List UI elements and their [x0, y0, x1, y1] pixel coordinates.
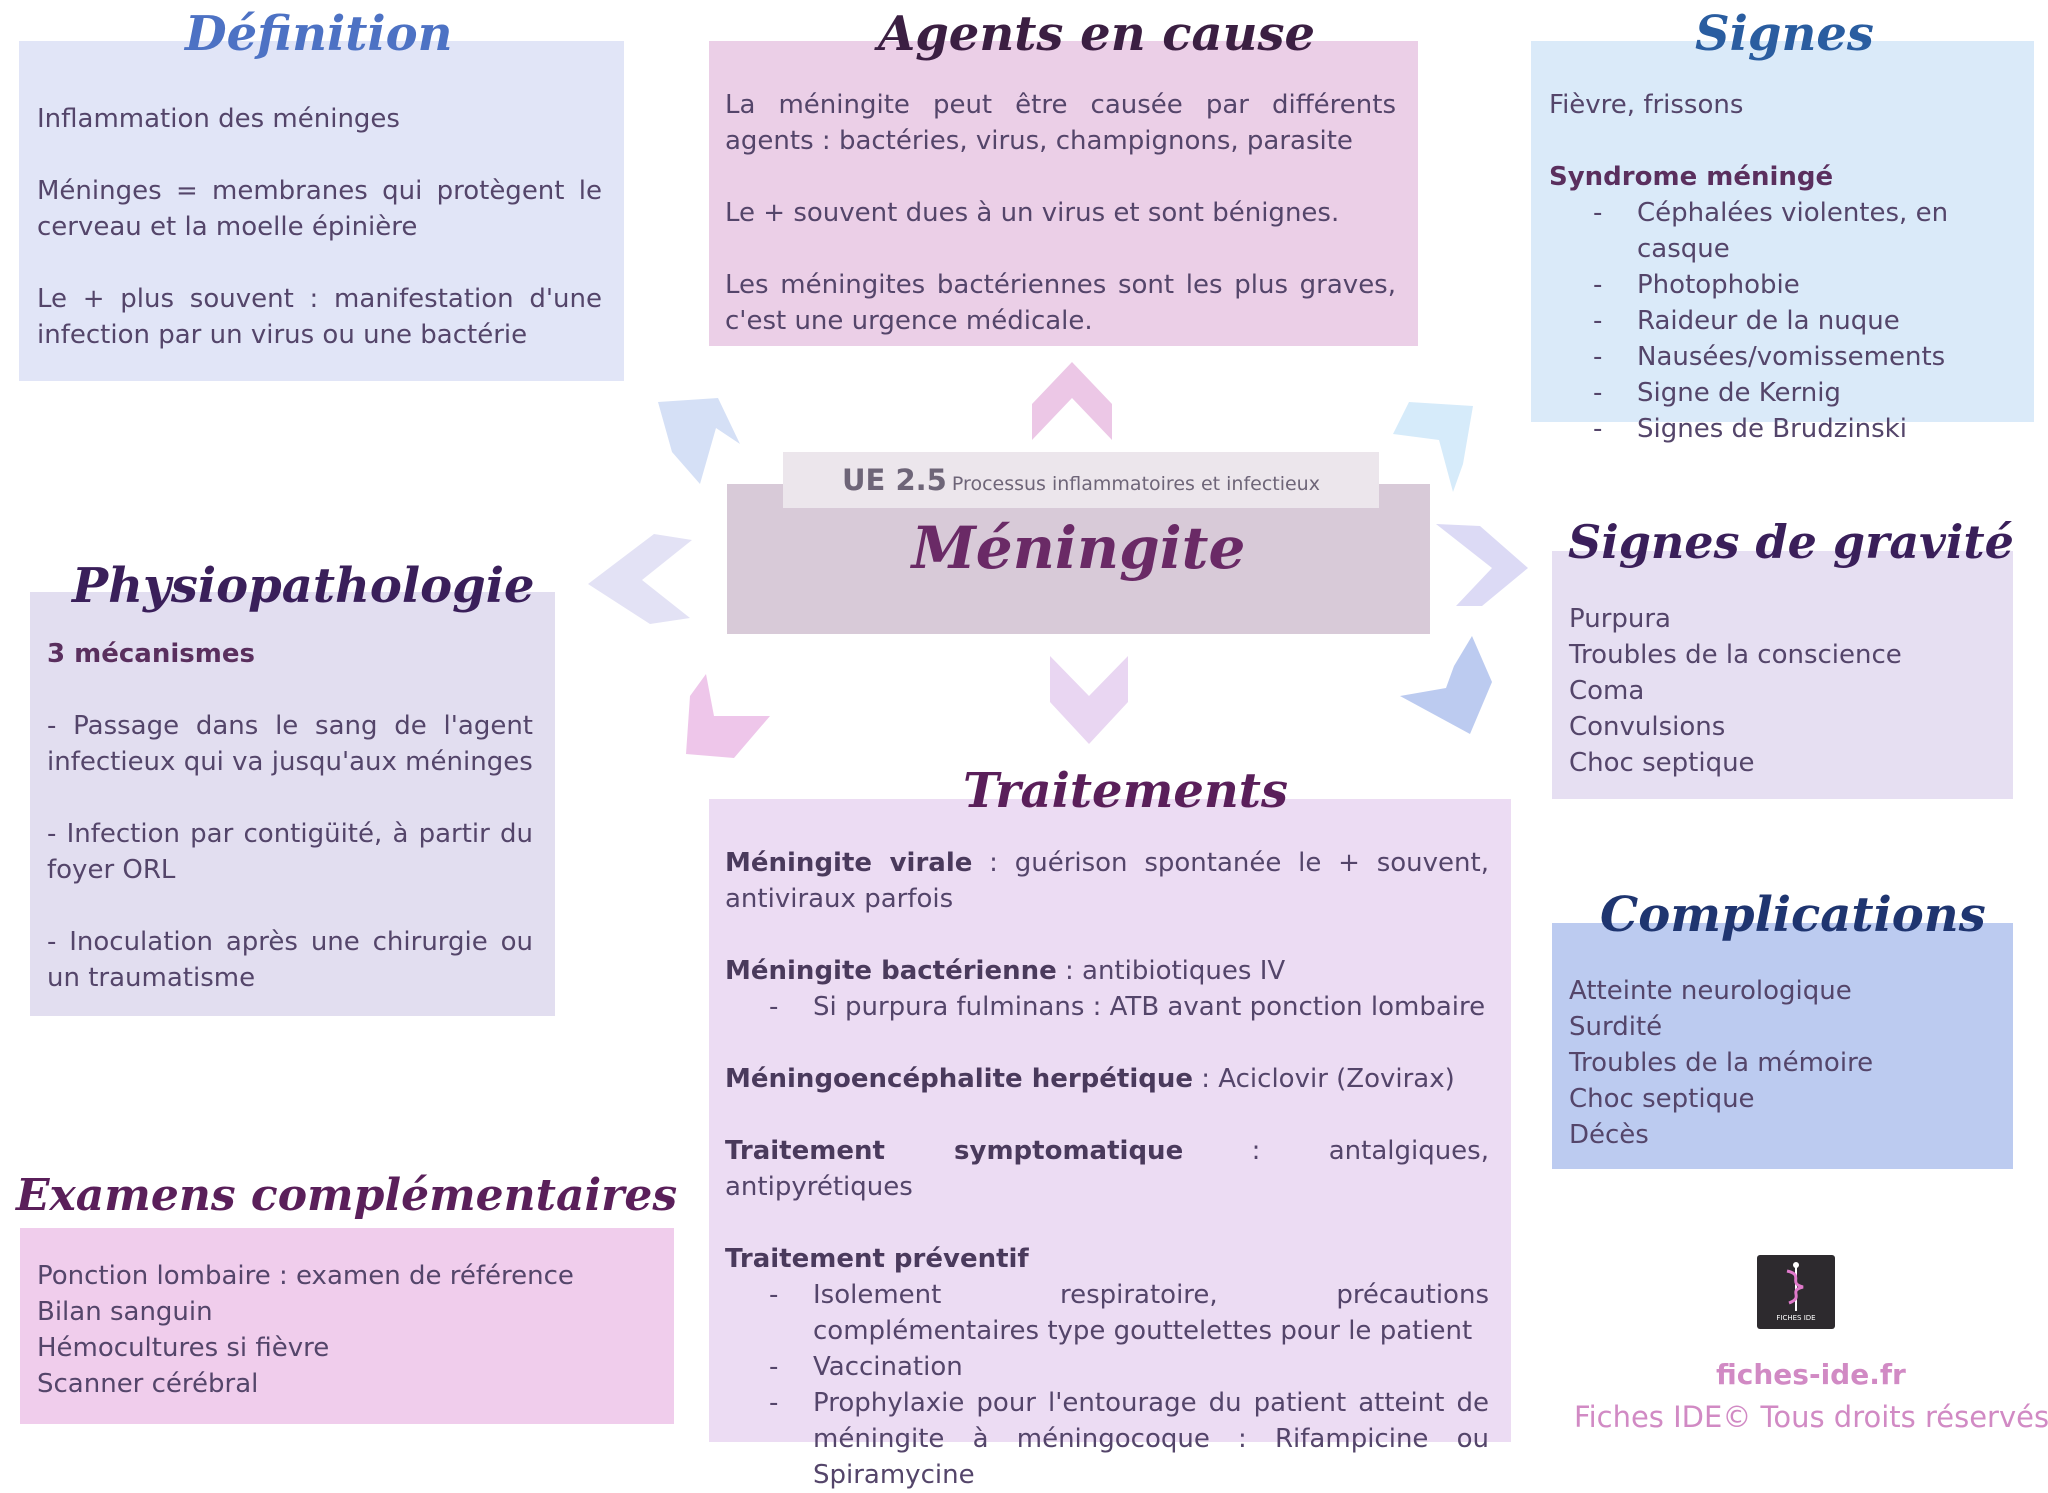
traitement-herp-label: Méningoencéphalite herpétique — [725, 1064, 1194, 1094]
signes-list: Céphalées violentes, en casque Photophob… — [1549, 195, 2024, 447]
list-item: Coma — [1569, 676, 1645, 706]
copyright-text: Fiches IDE© Tous droits réservés — [1574, 1400, 2048, 1434]
traitement-sympt: Traitement symptomatique : antalgiques, … — [725, 1133, 1489, 1205]
physio-text-1: - Passage dans le sang de l'agent infect… — [47, 711, 533, 777]
list-item: Décès — [1569, 1120, 1649, 1150]
list-item: Hémocultures si fièvre — [37, 1333, 330, 1363]
agents-text-3: Les méningites bactériennes sont les plu… — [725, 270, 1396, 336]
arrow-left-icon — [588, 534, 692, 624]
traitement-bact-list: Si purpura fulminans : ATB avant ponctio… — [725, 989, 1489, 1025]
physio-text-2: - Infection par contigüité, à partir du … — [47, 819, 533, 885]
logo-text: FICHES IDE — [1776, 1314, 1816, 1322]
arrow-right-icon — [1436, 524, 1528, 606]
definition-title: Définition — [185, 6, 453, 62]
list-item: Nausées/vomissements — [1549, 339, 2024, 375]
complications-box: Atteinte neurologique Surdité Troubles d… — [1552, 923, 2013, 1169]
list-item: Troubles de la mémoire — [1569, 1048, 1874, 1078]
gravite-title: Signes de gravité — [1568, 515, 2014, 569]
traitement-virale-text: : guérison spontanée le + souvent, antiv… — [725, 848, 1489, 914]
arrow-up-icon — [1032, 362, 1112, 440]
signes-title: Signes — [1695, 6, 1874, 62]
physio-text-3: - Inoculation après une chirurgie ou un … — [47, 927, 533, 993]
list-item: Photophobie — [1549, 267, 2024, 303]
ue-code: UE 2.5 — [842, 463, 947, 497]
list-item: Raideur de la nuque — [1549, 303, 2024, 339]
arrow-down-right-icon — [1400, 636, 1492, 734]
traitement-virale-label: Méningite virale — [725, 848, 973, 878]
list-item: Si purpura fulminans : ATB avant ponctio… — [725, 989, 1489, 1025]
list-item: Signe de Kernig — [1549, 375, 2024, 411]
traitement-bact: Méningite bactérienne : antibiotiques IV — [725, 953, 1489, 989]
signes-subheading: Syndrome méningé — [1549, 162, 1834, 192]
list-item: Atteinte neurologique — [1569, 976, 1852, 1006]
traitement-herp-text: : Aciclovir (Zovirax) — [1193, 1064, 1455, 1094]
center-title: Méningite — [911, 514, 1246, 582]
agents-text-1: La méningite peut être causée par différ… — [725, 90, 1396, 156]
definition-box: Inflammation des méninges Méninges = mem… — [19, 41, 624, 381]
list-item: Prophylaxie pour l'entourage du patient … — [725, 1385, 1489, 1493]
list-item: Troubles de la conscience — [1569, 640, 1902, 670]
definition-text-2: Méninges = membranes qui protègent le ce… — [37, 176, 602, 242]
list-item: Isolement respiratoire, précautions comp… — [725, 1277, 1489, 1349]
agents-title: Agents en cause — [878, 6, 1316, 62]
arrow-down-left-icon — [686, 674, 770, 758]
gravite-box: Purpura Troubles de la conscience Coma C… — [1552, 551, 2013, 799]
list-item: Surdité — [1569, 1012, 1663, 1042]
list-item: Scanner cérébral — [37, 1369, 259, 1399]
definition-text-1: Inflammation des méninges — [37, 104, 400, 134]
traitement-prev-label: Traitement préventif — [725, 1244, 1029, 1274]
traitements-title: Traitements — [963, 763, 1288, 819]
traitement-bact-label: Méningite bactérienne — [725, 956, 1057, 986]
traitement-virale: Méningite virale : guérison spontanée le… — [725, 845, 1489, 917]
physio-box: 3 mécanismes - Passage dans le sang de l… — [30, 592, 555, 1016]
agents-box: La méningite peut être causée par différ… — [709, 41, 1418, 346]
physio-heading: 3 mécanismes — [47, 639, 255, 669]
list-item: Céphalées violentes, en casque — [1549, 195, 2024, 267]
traitement-herp: Méningoencéphalite herpétique : Aciclovi… — [725, 1061, 1489, 1097]
arrow-up-left-icon — [658, 398, 740, 484]
examens-title: Examens complémentaires — [16, 1170, 678, 1221]
arrow-down-icon — [1050, 656, 1128, 744]
list-item: Bilan sanguin — [37, 1297, 213, 1327]
center-box — [727, 484, 1430, 634]
arrow-up-right-icon — [1393, 402, 1473, 492]
agents-text-2: Le + souvent dues à un virus et sont bén… — [725, 198, 1340, 228]
signes-box: Fièvre, frissons Syndrome méningé Céphal… — [1531, 41, 2034, 447]
traitements-box: Méningite virale : guérison spontanée le… — [709, 799, 1511, 1490]
physio-title: Physiopathologie — [72, 558, 535, 614]
signes-intro: Fièvre, frissons — [1549, 90, 1744, 120]
examens-box: Ponction lombaire : examen de référence … — [20, 1228, 674, 1424]
fiches-ide-logo: FICHES IDE — [1757, 1255, 1835, 1329]
list-item: Choc septique — [1569, 748, 1755, 778]
traitement-bact-text: : antibiotiques IV — [1056, 956, 1286, 986]
list-item: Choc septique — [1569, 1084, 1755, 1114]
traitement-sympt-text: : antalgiques, antipyrétiques — [725, 1136, 1489, 1202]
complications-title: Complications — [1600, 887, 1986, 943]
list-item: Vaccination — [725, 1349, 1489, 1385]
traitement-prev-list: Isolement respiratoire, précautions comp… — [725, 1277, 1489, 1493]
caduceus-icon — [1786, 1262, 1804, 1311]
ue-banner: UE 2.5 Processus inflammatoires et infec… — [783, 452, 1379, 508]
list-item: Convulsions — [1569, 712, 1726, 742]
ue-label: Processus inflammatoires et infectieux — [951, 473, 1320, 495]
definition-text-3: Le + plus souvent : manifestation d'une … — [37, 284, 602, 350]
list-item: Ponction lombaire : examen de référence — [37, 1261, 574, 1291]
traitement-sympt-label: Traitement symptomatique — [725, 1136, 1184, 1166]
site-link[interactable]: fiches-ide.fr — [1716, 1358, 1906, 1391]
list-item: Signes de Brudzinski — [1549, 411, 2024, 447]
list-item: Purpura — [1569, 604, 1671, 634]
